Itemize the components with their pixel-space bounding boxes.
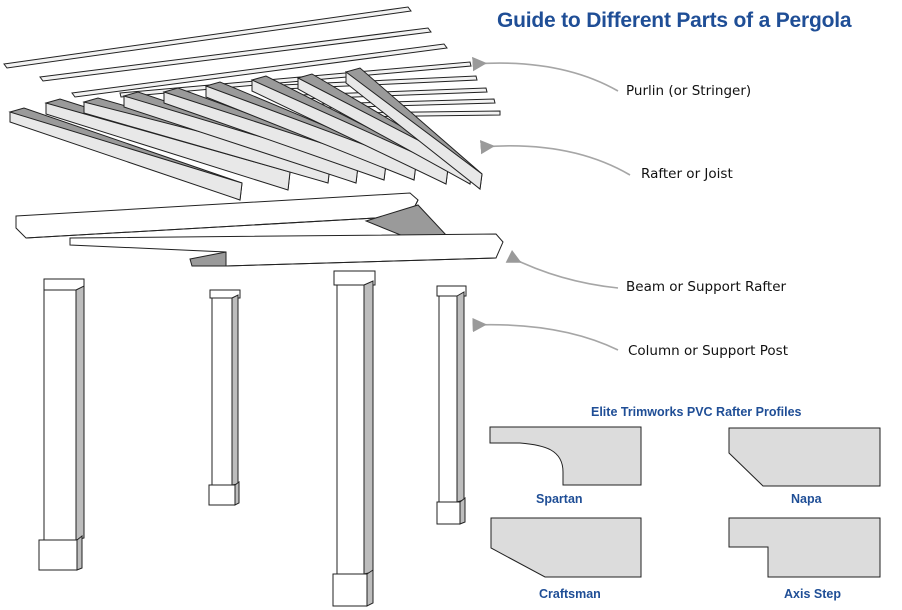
profile-label-spartan: Spartan bbox=[536, 492, 583, 506]
profile-craftsman-shape bbox=[490, 517, 642, 578]
callout-arrows bbox=[472, 56, 631, 351]
rafters bbox=[8, 67, 483, 201]
column-back-right bbox=[436, 285, 467, 525]
column-front-right bbox=[332, 270, 376, 607]
profile-label-craftsman: Craftsman bbox=[539, 587, 601, 601]
column-front-left bbox=[38, 278, 85, 571]
profile-spartan-shape bbox=[489, 426, 642, 486]
beams bbox=[15, 192, 504, 267]
callout-beam: Beam or Support Rafter bbox=[626, 279, 787, 295]
columns bbox=[38, 270, 467, 607]
profiles-heading: Elite Trimworks PVC Rafter Profiles bbox=[591, 405, 802, 419]
profile-napa-shape bbox=[728, 427, 881, 487]
callout-purlin: Purlin (or Stringer) bbox=[626, 83, 752, 99]
arrow-column bbox=[472, 317, 619, 351]
purlins bbox=[3, 6, 501, 118]
profile-shapes bbox=[489, 426, 881, 578]
arrow-rafter bbox=[479, 139, 631, 176]
page-title: Guide to Different Parts of a Pergola bbox=[497, 9, 852, 32]
arrow-purlin bbox=[472, 56, 619, 92]
column-back-left bbox=[208, 289, 241, 506]
profile-label-napa: Napa bbox=[791, 492, 822, 506]
profile-axis-step-shape bbox=[728, 517, 881, 578]
callout-rafter: Rafter or Joist bbox=[641, 166, 733, 182]
callout-column: Column or Support Post bbox=[628, 343, 788, 359]
profile-label-axis-step: Axis Step bbox=[784, 587, 841, 601]
arrow-beam bbox=[505, 249, 619, 289]
